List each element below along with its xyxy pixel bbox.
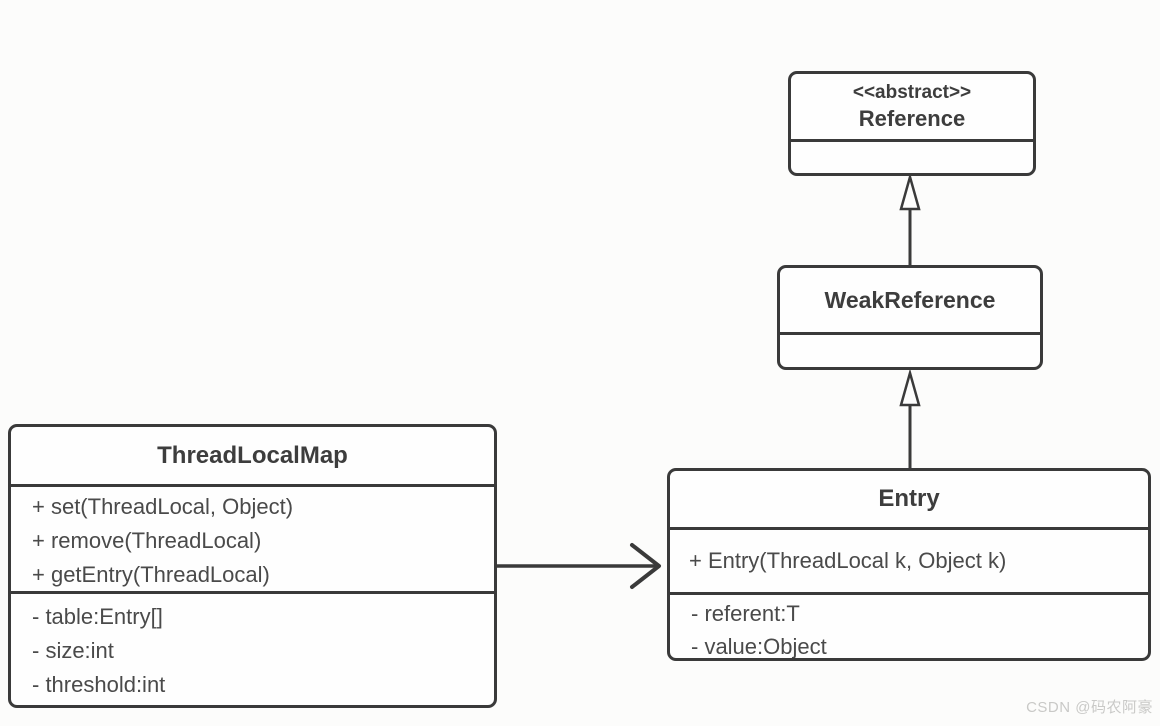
weakreference-title-compartment: WeakReference: [780, 268, 1040, 335]
threadlocalmap-class-name: ThreadLocalMap: [157, 441, 348, 469]
threadlocalmap-attributes-compartment: - table:Entry[] - size:int - threshold:i…: [11, 594, 494, 705]
reference-title-compartment: <<abstract>> Reference: [791, 74, 1033, 142]
method-row: + Entry(ThreadLocal k, Object k): [689, 548, 1007, 573]
method-row: + getEntry(ThreadLocal): [32, 562, 270, 587]
reference-stereotype: <<abstract>>: [852, 82, 972, 103]
open-arrowhead: [630, 543, 661, 589]
attribute-row: - referent:T: [691, 601, 800, 626]
attribute-row: - threshold:int: [32, 672, 166, 697]
class-box-threadlocalmap: ThreadLocalMap + set(ThreadLocal, Object…: [8, 424, 497, 708]
reference-empty-compartment: [791, 142, 1033, 173]
hollow-triangle-arrowhead: [899, 368, 921, 407]
class-box-weakreference: WeakReference: [777, 265, 1043, 370]
association-threadlocalmap-to-entry: [497, 543, 661, 589]
weakreference-class-name: WeakReference: [824, 286, 996, 313]
attribute-row: - value:Object: [691, 634, 827, 659]
entry-methods-compartment: + Entry(ThreadLocal k, Object k): [670, 530, 1148, 595]
threadlocalmap-methods-compartment: + set(ThreadLocal, Object) + remove(Thre…: [11, 487, 494, 594]
class-box-entry: Entry + Entry(ThreadLocal k, Object k) -…: [667, 468, 1151, 661]
attribute-row: - table:Entry[]: [32, 604, 163, 629]
hollow-triangle-arrowhead: [899, 172, 921, 211]
method-row: + remove(ThreadLocal): [32, 528, 262, 553]
weakreference-empty-compartment: [780, 335, 1040, 367]
generalization-entry-to-weakreference: [899, 368, 921, 469]
method-row: + set(ThreadLocal, Object): [32, 494, 294, 519]
attribute-row: - size:int: [32, 638, 114, 663]
watermark: CSDN @码农阿豪: [1026, 699, 1153, 716]
class-box-reference: <<abstract>> Reference: [788, 71, 1036, 176]
entry-title-compartment: Entry: [670, 471, 1148, 530]
reference-class-name: Reference: [858, 106, 966, 131]
entry-class-name: Entry: [878, 485, 940, 512]
entry-attributes-compartment: - referent:T - value:Object: [670, 595, 1148, 659]
generalization-weakreference-to-reference: [899, 172, 921, 266]
threadlocalmap-title-compartment: ThreadLocalMap: [11, 427, 494, 487]
